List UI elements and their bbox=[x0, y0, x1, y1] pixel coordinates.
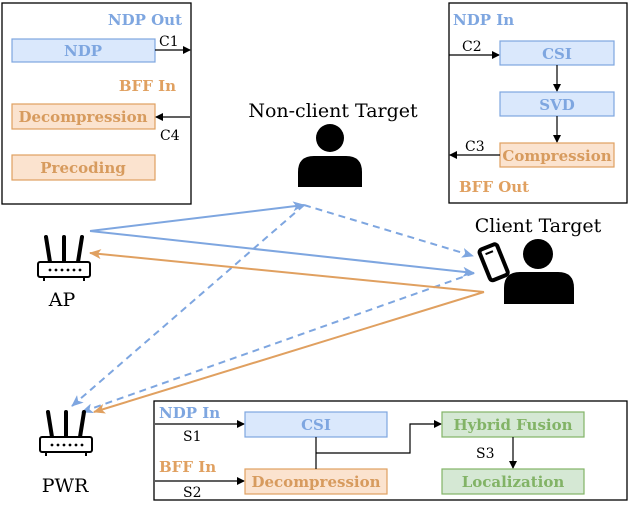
pwr-ndp-in-label: NDP In bbox=[159, 404, 220, 422]
client-to-pwr-bff-arrow bbox=[93, 291, 485, 414]
nonclient-to-client-reflection-arrow bbox=[303, 204, 474, 258]
router-icon bbox=[39, 410, 93, 456]
ap-ndp-box-label: NDP bbox=[64, 42, 102, 60]
client-csi-box bbox=[499, 40, 615, 66]
pwr-decompression-label: Decompression bbox=[252, 473, 381, 491]
client-processing-panel: NDP In C2 CSI SVD Compression C3 BFF Out bbox=[448, 2, 628, 204]
nonclient-to-pwr-reflection-arrow bbox=[71, 204, 305, 407]
person-icon bbox=[504, 239, 574, 304]
pwr-label: PWR bbox=[42, 475, 89, 497]
client-svd-label: SVD bbox=[539, 96, 574, 114]
client-c3-label: C3 bbox=[465, 139, 485, 155]
client-svd-box bbox=[499, 91, 615, 117]
non-client-target: Non-client Target bbox=[248, 100, 418, 187]
ap-precoding-label: Precoding bbox=[40, 159, 126, 177]
pwr-s1-label: S1 bbox=[183, 429, 202, 445]
ap-c4-label: C4 bbox=[160, 128, 180, 144]
non-client-target-label: Non-client Target bbox=[248, 100, 418, 122]
ap-to-nonclient-ndp-arrow bbox=[89, 201, 305, 232]
client-c2-label: C2 bbox=[462, 39, 482, 55]
ap-to-client-ndp-arrow bbox=[89, 230, 475, 277]
client-target-label: Client Target bbox=[475, 215, 602, 237]
pwr-fusion-input-arrow bbox=[316, 420, 442, 454]
ap-decompression-label: Decompression bbox=[19, 108, 148, 126]
pwr-localization-label: Localization bbox=[462, 473, 565, 491]
client-to-pwr-reflection-arrow bbox=[81, 272, 475, 414]
pwr-csi-label: CSI bbox=[301, 416, 331, 434]
client-compression-label: Compression bbox=[502, 147, 611, 165]
pwr-hybrid-fusion-box bbox=[441, 411, 585, 438]
ap-ndp-out-label: NDP Out bbox=[108, 11, 182, 29]
smartphone-icon bbox=[477, 242, 510, 283]
signal-arrows bbox=[71, 201, 485, 414]
ap-c1-label: C1 bbox=[159, 34, 179, 50]
client-csi-label: CSI bbox=[542, 45, 572, 63]
pwr-processing-panel: NDP In S1 CSI BFF In S2 Decompression Hy… bbox=[153, 400, 628, 501]
ap-label: AP bbox=[48, 289, 76, 311]
pwr-localization-box bbox=[441, 468, 585, 495]
pwr-s2-label: S2 bbox=[183, 485, 202, 501]
ap-precoding-box bbox=[11, 154, 156, 181]
router-icon bbox=[37, 235, 91, 281]
pwr-csi-box bbox=[244, 411, 388, 438]
pwr-s3-label: S3 bbox=[476, 446, 495, 462]
pwr-decompression-box bbox=[244, 468, 388, 495]
pwr-hybrid-fusion-label: Hybrid Fusion bbox=[453, 416, 572, 434]
client-compression-box bbox=[499, 142, 615, 168]
ap-processing-panel: NDP Out NDP C1 BFF In Decompression C4 P… bbox=[1, 2, 192, 205]
client-bff-out-label: BFF Out bbox=[459, 178, 529, 196]
person-icon bbox=[298, 124, 362, 187]
client-to-ap-bff-arrow bbox=[89, 249, 485, 293]
ap-decompression-box bbox=[11, 103, 156, 130]
pwr-bff-in-label: BFF In bbox=[159, 458, 216, 476]
client-ndp-in-label: NDP In bbox=[453, 11, 514, 29]
client-target: Client Target bbox=[475, 215, 602, 304]
pwr-router: PWR bbox=[39, 410, 93, 497]
ap-router: AP bbox=[37, 235, 91, 311]
ap-bff-in-label: BFF In bbox=[119, 77, 176, 95]
